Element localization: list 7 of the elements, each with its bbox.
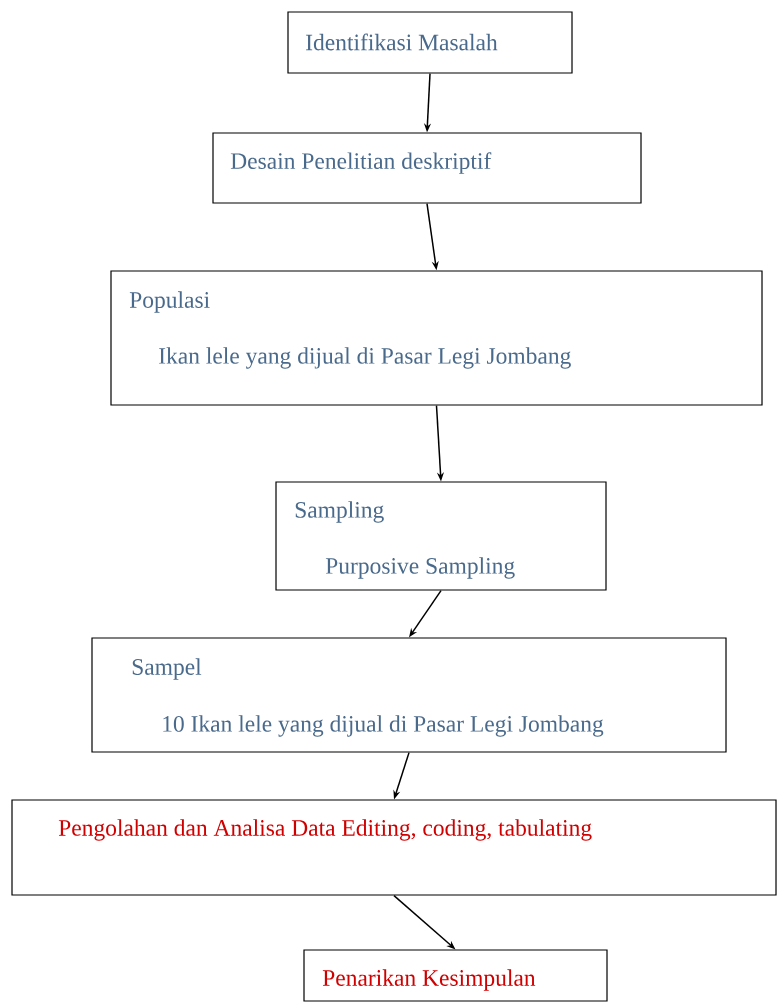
process-box: Pengolahan dan Analisa Data Editing, coding, tabulating <box>11 799 777 896</box>
process-box: Penarikan Kesimpulan <box>303 949 608 1002</box>
process-box: Identifikasi Masalah <box>287 11 573 74</box>
process-box: Sampel 10 Ikan lele yang dijual di Pasar Legi Jombang <box>91 637 727 753</box>
process-box: Populasi Ikan lele yang dijual di Pasar Legi Jombang <box>110 270 763 406</box>
process-box: Sampling Purposive Sampling <box>275 481 607 591</box>
process-box: Desain Penelitian deskriptif <box>212 132 642 204</box>
